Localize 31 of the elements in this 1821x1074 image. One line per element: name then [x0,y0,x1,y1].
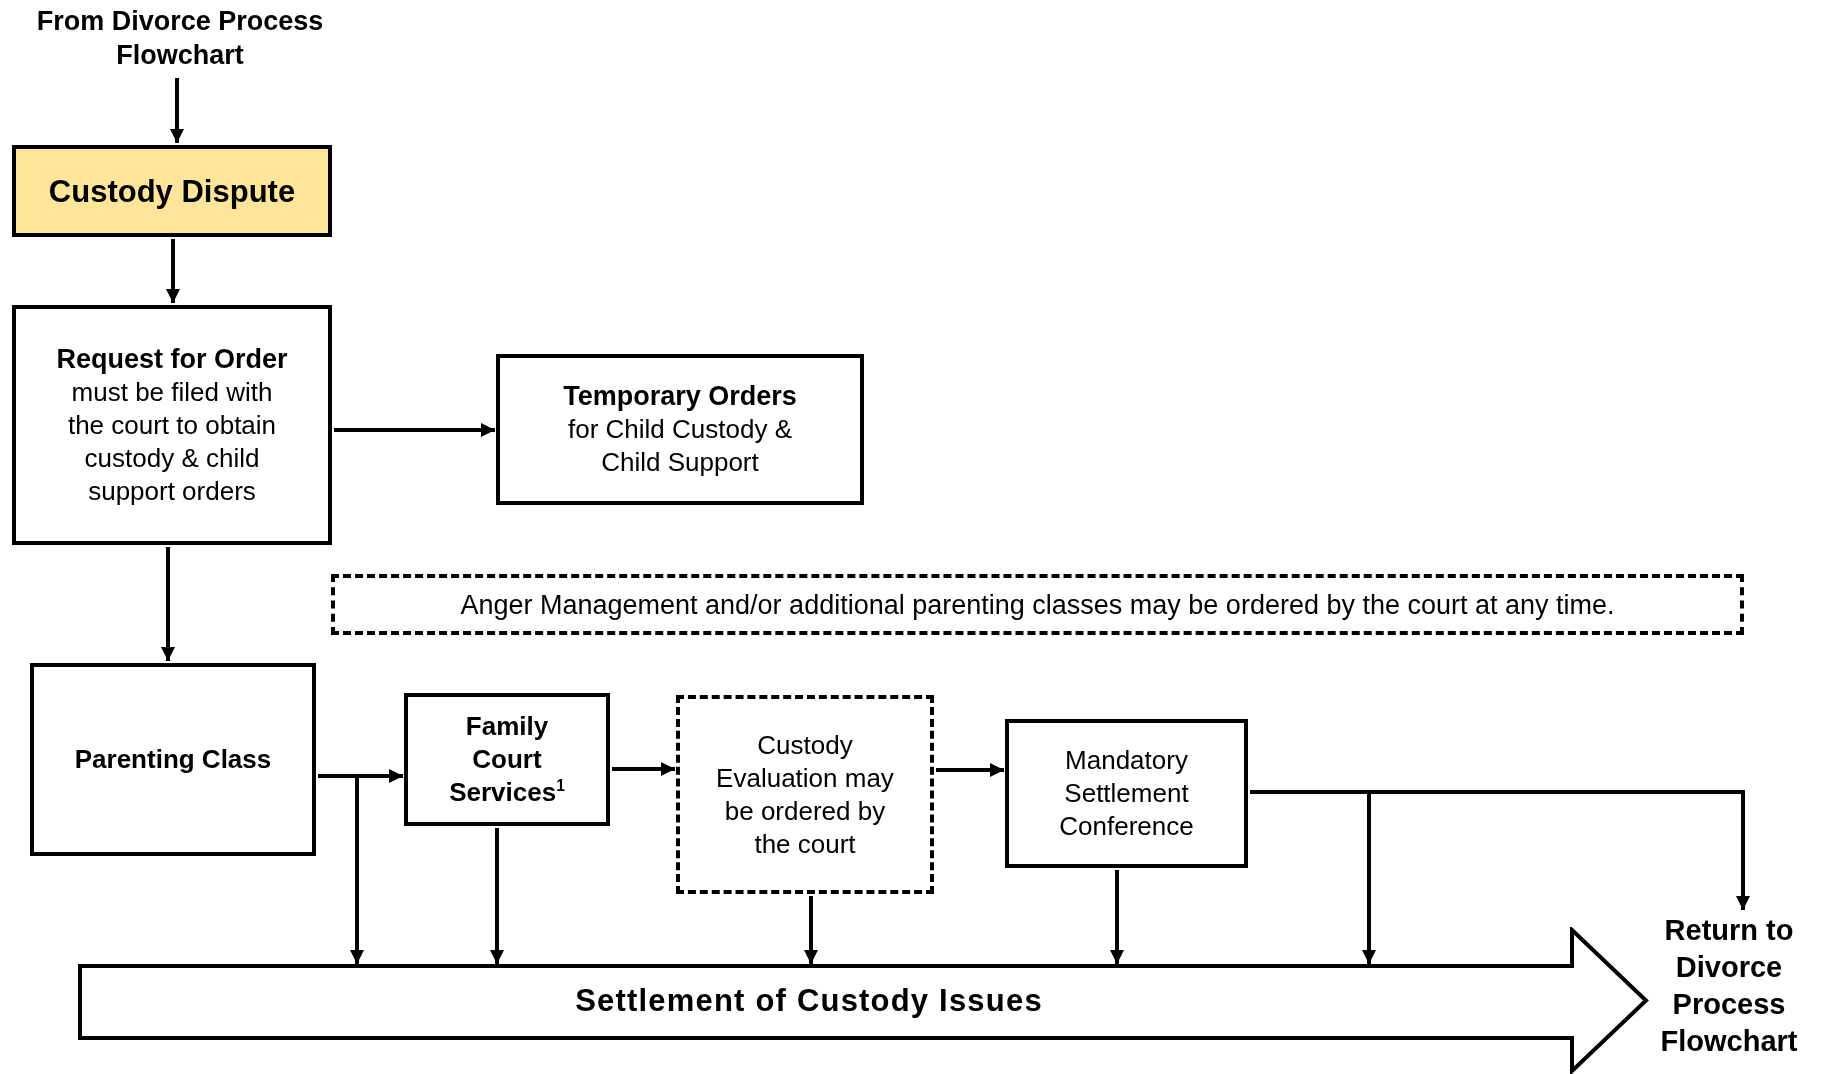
arrow [334,423,495,437]
arrow [804,896,818,964]
box-title: Request for Order [55,342,289,376]
box-text: Mandatory Settlement Conference [1058,744,1195,843]
process-box [30,663,316,856]
dashed-note-box [331,574,1744,635]
arrow [318,774,364,964]
arrow [166,239,180,303]
flow-end-label: Return to Divorce Process Flowchart [1659,913,1799,1059]
box-text: must be filed with the court to obtain custody & child support orders [66,375,278,508]
process-box [404,693,610,826]
box-title: Temporary Orders [562,380,798,413]
arrow [612,762,675,776]
arrow [1110,870,1124,964]
arrow [161,547,175,661]
arrow [170,78,184,143]
process-box [12,305,332,545]
arrow [936,763,1004,777]
box-text: for Child Custody & Child Support [567,413,793,479]
box-text: Custody Dispute [47,172,297,211]
dashed-process-box [676,695,934,894]
box-text: Parenting Class [73,743,273,776]
note-text: Anger Management and/or additional parenting classes may be ordered by the court at any time. [459,588,1616,622]
process-box [496,354,864,505]
process-box [1005,719,1248,868]
arrow-label: Settlement of Custody Issues [575,982,1043,1020]
box-text: Family Court Services$^{1}$ [448,710,566,809]
box-text: Custody Evaluation may be ordered by the court [715,728,895,861]
flow-start-label: From Divorce Process Flowchart [35,5,325,72]
process-box [12,145,332,237]
arrow [490,828,504,964]
